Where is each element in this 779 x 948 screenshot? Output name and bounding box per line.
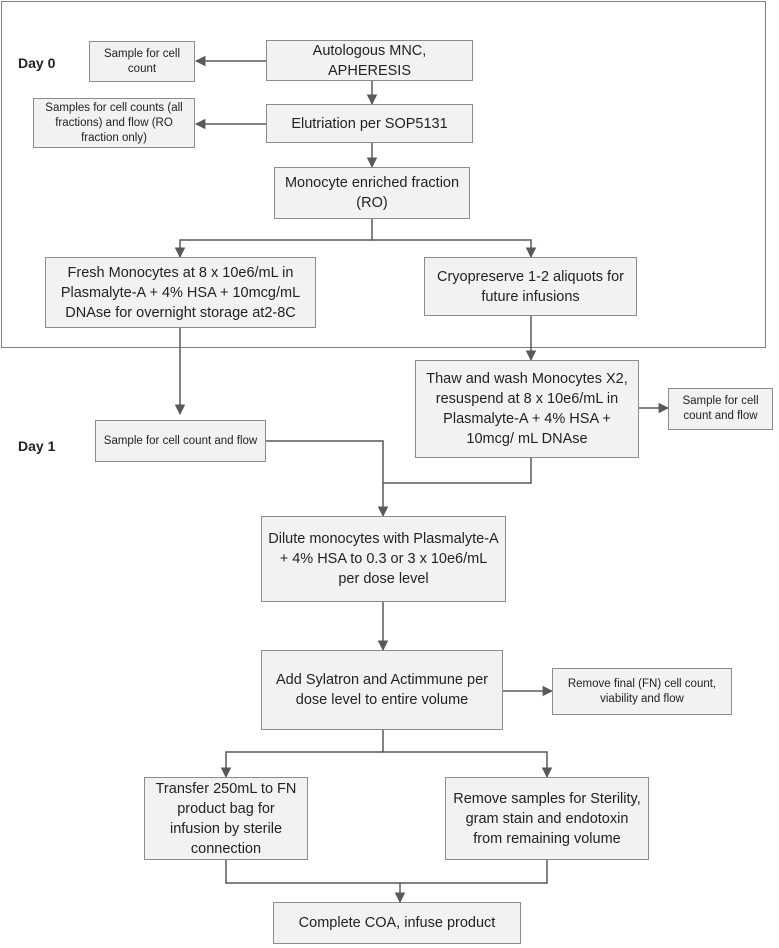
- split-fraction-right: [372, 239, 537, 259]
- join-thaw-to-dilute: [383, 458, 532, 484]
- node-sample-count-flow-left-text: Sample for cell count and flow: [103, 434, 258, 447]
- node-fresh-monocytes: Fresh Monocytes at 8 x 10e6/mL in Plasma…: [45, 257, 316, 328]
- node-dilute: Dilute monocytes with Plasmalyte-A + 4% …: [261, 516, 506, 602]
- merge-to-coa: [225, 860, 548, 884]
- node-remove-samples-text: Remove samples for Sterility, gram stain…: [453, 790, 641, 847]
- node-sample-count-flow-left: Sample for cell count and flow: [95, 420, 266, 462]
- split-add-right: [383, 751, 553, 779]
- node-apheresis: Autologous MNC, APHERESIS: [266, 40, 473, 81]
- node-elutriation: Elutriation per SOP5131: [266, 104, 473, 143]
- node-thaw-wash-text: Thaw and wash Monocytes X2, resuspend at…: [426, 371, 628, 447]
- day1-label: Day 1: [18, 438, 56, 454]
- node-sample-cell-count: Sample for cell count: [89, 41, 195, 82]
- node-complete-coa-text: Complete COA, infuse product: [298, 915, 496, 931]
- node-monocyte-fraction: Monocyte enriched fraction (RO): [274, 167, 470, 219]
- node-thaw-wash: Thaw and wash Monocytes X2, resuspend at…: [415, 360, 639, 458]
- node-remove-samples: Remove samples for Sterility, gram stain…: [445, 777, 649, 860]
- node-add-sylatron-text: Add Sylatron and Actimmune per dose leve…: [276, 672, 488, 708]
- node-samples-fractions-text: Samples for cell counts (all fractions) …: [45, 101, 183, 144]
- node-fresh-monocytes-text: Fresh Monocytes at 8 x 10e6/mL in Plasma…: [60, 264, 301, 321]
- node-apheresis-text: Autologous MNC, APHERESIS: [312, 42, 427, 79]
- node-remove-final: Remove final (FN) cell count, viability …: [552, 668, 732, 715]
- node-dilute-text: Dilute monocytes with Plasmalyte-A + 4% …: [268, 531, 499, 587]
- day0-label: Day 0: [18, 55, 56, 71]
- split-add: [220, 730, 384, 779]
- node-sample-count-flow-right: Sample for cell count and flow: [668, 388, 773, 430]
- split-fraction: [174, 219, 373, 259]
- node-samples-fractions: Samples for cell counts (all fractions) …: [33, 98, 195, 148]
- node-sample-cell-count-text: Sample for cell count: [103, 47, 181, 75]
- node-cryopreserve-text: Cryopreserve 1-2 aliquots for future inf…: [437, 268, 624, 305]
- node-add-sylatron: Add Sylatron and Actimmune per dose leve…: [261, 650, 503, 730]
- node-transfer-text: Transfer 250mL to FN product bag for inf…: [155, 780, 297, 857]
- node-remove-final-text: Remove final (FN) cell count, viability …: [567, 677, 717, 705]
- node-monocyte-fraction-text: Monocyte enriched fraction (RO): [284, 175, 460, 211]
- node-sample-count-flow-right-text: Sample for cell count and flow: [682, 395, 759, 422]
- join-sample-to-dilute: [266, 440, 389, 518]
- node-elutriation-text: Elutriation per SOP5131: [291, 115, 448, 132]
- node-complete-coa: Complete COA, infuse product: [273, 902, 521, 944]
- node-cryopreserve: Cryopreserve 1-2 aliquots for future inf…: [424, 257, 637, 316]
- node-transfer: Transfer 250mL to FN product bag for inf…: [144, 777, 308, 860]
- day0-region: [1, 1, 766, 348]
